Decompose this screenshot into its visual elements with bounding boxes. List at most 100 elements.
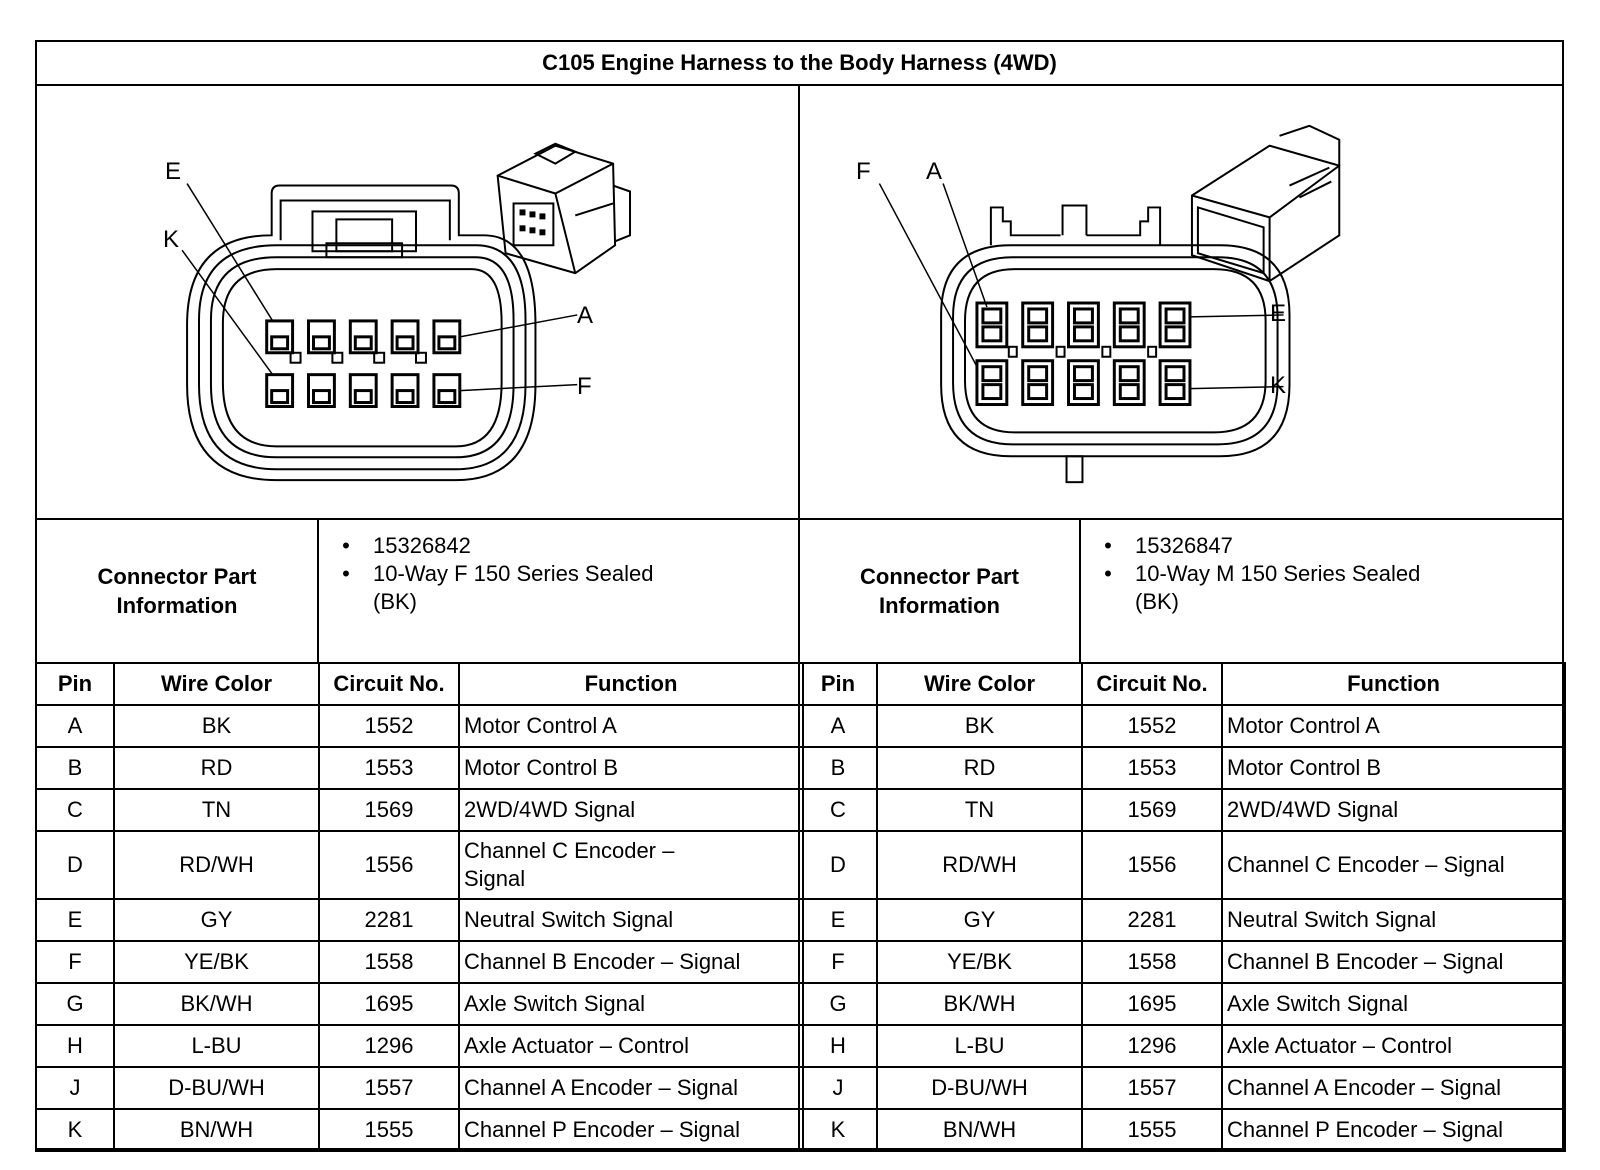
cell-circuit: 1557 bbox=[1081, 1066, 1223, 1110]
description-line1: 10-Way F 150 Series Sealed bbox=[373, 561, 654, 586]
cell-circuit: 1555 bbox=[1081, 1108, 1223, 1152]
cell-pin: D bbox=[35, 830, 115, 900]
cell-circuit: 1695 bbox=[1081, 982, 1223, 1026]
cell-pin: E bbox=[798, 898, 878, 942]
cell-pin: K bbox=[798, 1108, 878, 1152]
description-line2: (BK) bbox=[1135, 589, 1179, 614]
left-connector-drawing: E K A F bbox=[37, 86, 800, 520]
cell-wire-color: L-BU bbox=[876, 1024, 1083, 1068]
male-connector-diagram bbox=[878, 124, 1341, 484]
cell-pin: B bbox=[798, 746, 878, 790]
cell-function: Channel C Encoder – Signal bbox=[458, 830, 804, 900]
cell-pin: K bbox=[35, 1108, 115, 1152]
cell-function: 2WD/4WD Signal bbox=[1221, 788, 1566, 832]
part-description: 10-Way M 150 Series Sealed (BK) bbox=[1135, 560, 1561, 616]
list-item: • 10-Way M 150 Series Sealed (BK) bbox=[1081, 560, 1561, 616]
cell-wire-color: BK bbox=[113, 704, 320, 748]
part-info-label-line1: Connector Part bbox=[97, 564, 257, 589]
callout-f: F bbox=[577, 373, 592, 400]
cell-wire-color: RD/WH bbox=[113, 830, 320, 900]
col-header-function: Function bbox=[1221, 662, 1566, 706]
cell-circuit: 1552 bbox=[1081, 704, 1223, 748]
cell-wire-color: TN bbox=[113, 788, 320, 832]
description-line2: (BK) bbox=[373, 589, 417, 614]
cell-function: Neutral Switch Signal bbox=[458, 898, 804, 942]
cell-circuit: 1558 bbox=[1081, 940, 1223, 984]
cell-wire-color: YE/BK bbox=[876, 940, 1083, 984]
cell-circuit: 1569 bbox=[318, 788, 460, 832]
cell-pin: C bbox=[35, 788, 115, 832]
cell-circuit: 2281 bbox=[318, 898, 460, 942]
col-header-wire-color: Wire Color bbox=[113, 662, 320, 706]
cell-wire-color: BN/WH bbox=[113, 1108, 320, 1152]
cell-pin: G bbox=[798, 982, 878, 1026]
cell-pin: H bbox=[35, 1024, 115, 1068]
part-info-label-line2: Information bbox=[116, 593, 238, 618]
cell-pin: J bbox=[35, 1066, 115, 1110]
cell-circuit: 1558 bbox=[318, 940, 460, 984]
cell-pin: J bbox=[798, 1066, 878, 1110]
cell-wire-color: TN bbox=[876, 788, 1083, 832]
bullet: • bbox=[1104, 561, 1112, 586]
list-item: • 15326842 bbox=[319, 532, 799, 560]
table-header-row: Pin Wire Color Circuit No. Function bbox=[798, 662, 1566, 706]
cell-pin: F bbox=[798, 940, 878, 984]
cell-circuit: 1553 bbox=[1081, 746, 1223, 790]
part-info-list: • 15326842 • 10-Way F 150 Series Sealed … bbox=[319, 520, 799, 662]
part-info-label-line1: Connector Part bbox=[860, 564, 1019, 589]
function-line1: Channel C Encoder – bbox=[464, 838, 675, 863]
cell-pin: D bbox=[798, 830, 878, 900]
cell-function: Neutral Switch Signal bbox=[1221, 898, 1566, 942]
cell-pin: C bbox=[798, 788, 878, 832]
right-connector-drawing: F A E K bbox=[800, 86, 1562, 520]
cell-function: Channel P Encoder – Signal bbox=[458, 1108, 804, 1152]
cell-wire-color: RD bbox=[113, 746, 320, 790]
cell-pin: B bbox=[35, 746, 115, 790]
cell-circuit: 1296 bbox=[318, 1024, 460, 1068]
col-header-pin: Pin bbox=[798, 662, 878, 706]
bullet: • bbox=[342, 561, 350, 586]
cell-circuit: 1556 bbox=[318, 830, 460, 900]
cell-wire-color: D-BU/WH bbox=[113, 1066, 320, 1110]
callout-f: F bbox=[856, 158, 871, 185]
function-line2: Signal bbox=[464, 866, 526, 891]
description-line1: 10-Way M 150 Series Sealed bbox=[1135, 561, 1421, 586]
list-item: • 10-Way F 150 Series Sealed (BK) bbox=[319, 560, 799, 616]
bullet: • bbox=[342, 533, 350, 558]
col-header-circuit: Circuit No. bbox=[1081, 662, 1223, 706]
cell-pin: H bbox=[798, 1024, 878, 1068]
right-part-info: Connector Part Information • 15326847 • … bbox=[800, 520, 1562, 664]
table-header-row: Pin Wire Color Circuit No. Function bbox=[35, 662, 804, 706]
cell-wire-color: GY bbox=[113, 898, 320, 942]
cell-function: Motor Control B bbox=[458, 746, 804, 790]
col-header-pin: Pin bbox=[35, 662, 115, 706]
callout-k: K bbox=[163, 226, 180, 253]
cell-function: Channel B Encoder – Signal bbox=[458, 940, 804, 984]
cell-circuit: 1296 bbox=[1081, 1024, 1223, 1068]
cell-pin: E bbox=[35, 898, 115, 942]
cell-function: Channel A Encoder – Signal bbox=[458, 1066, 804, 1110]
cell-circuit: 1553 bbox=[318, 746, 460, 790]
cell-wire-color: RD/WH bbox=[876, 830, 1083, 900]
cell-function: Axle Switch Signal bbox=[1221, 982, 1566, 1026]
cell-function: Motor Control A bbox=[1221, 704, 1566, 748]
cell-wire-color: BK/WH bbox=[113, 982, 320, 1026]
cell-wire-color: L-BU bbox=[113, 1024, 320, 1068]
page-title: C105 Engine Harness to the Body Harness … bbox=[37, 42, 1562, 86]
callout-a: A bbox=[926, 158, 943, 185]
